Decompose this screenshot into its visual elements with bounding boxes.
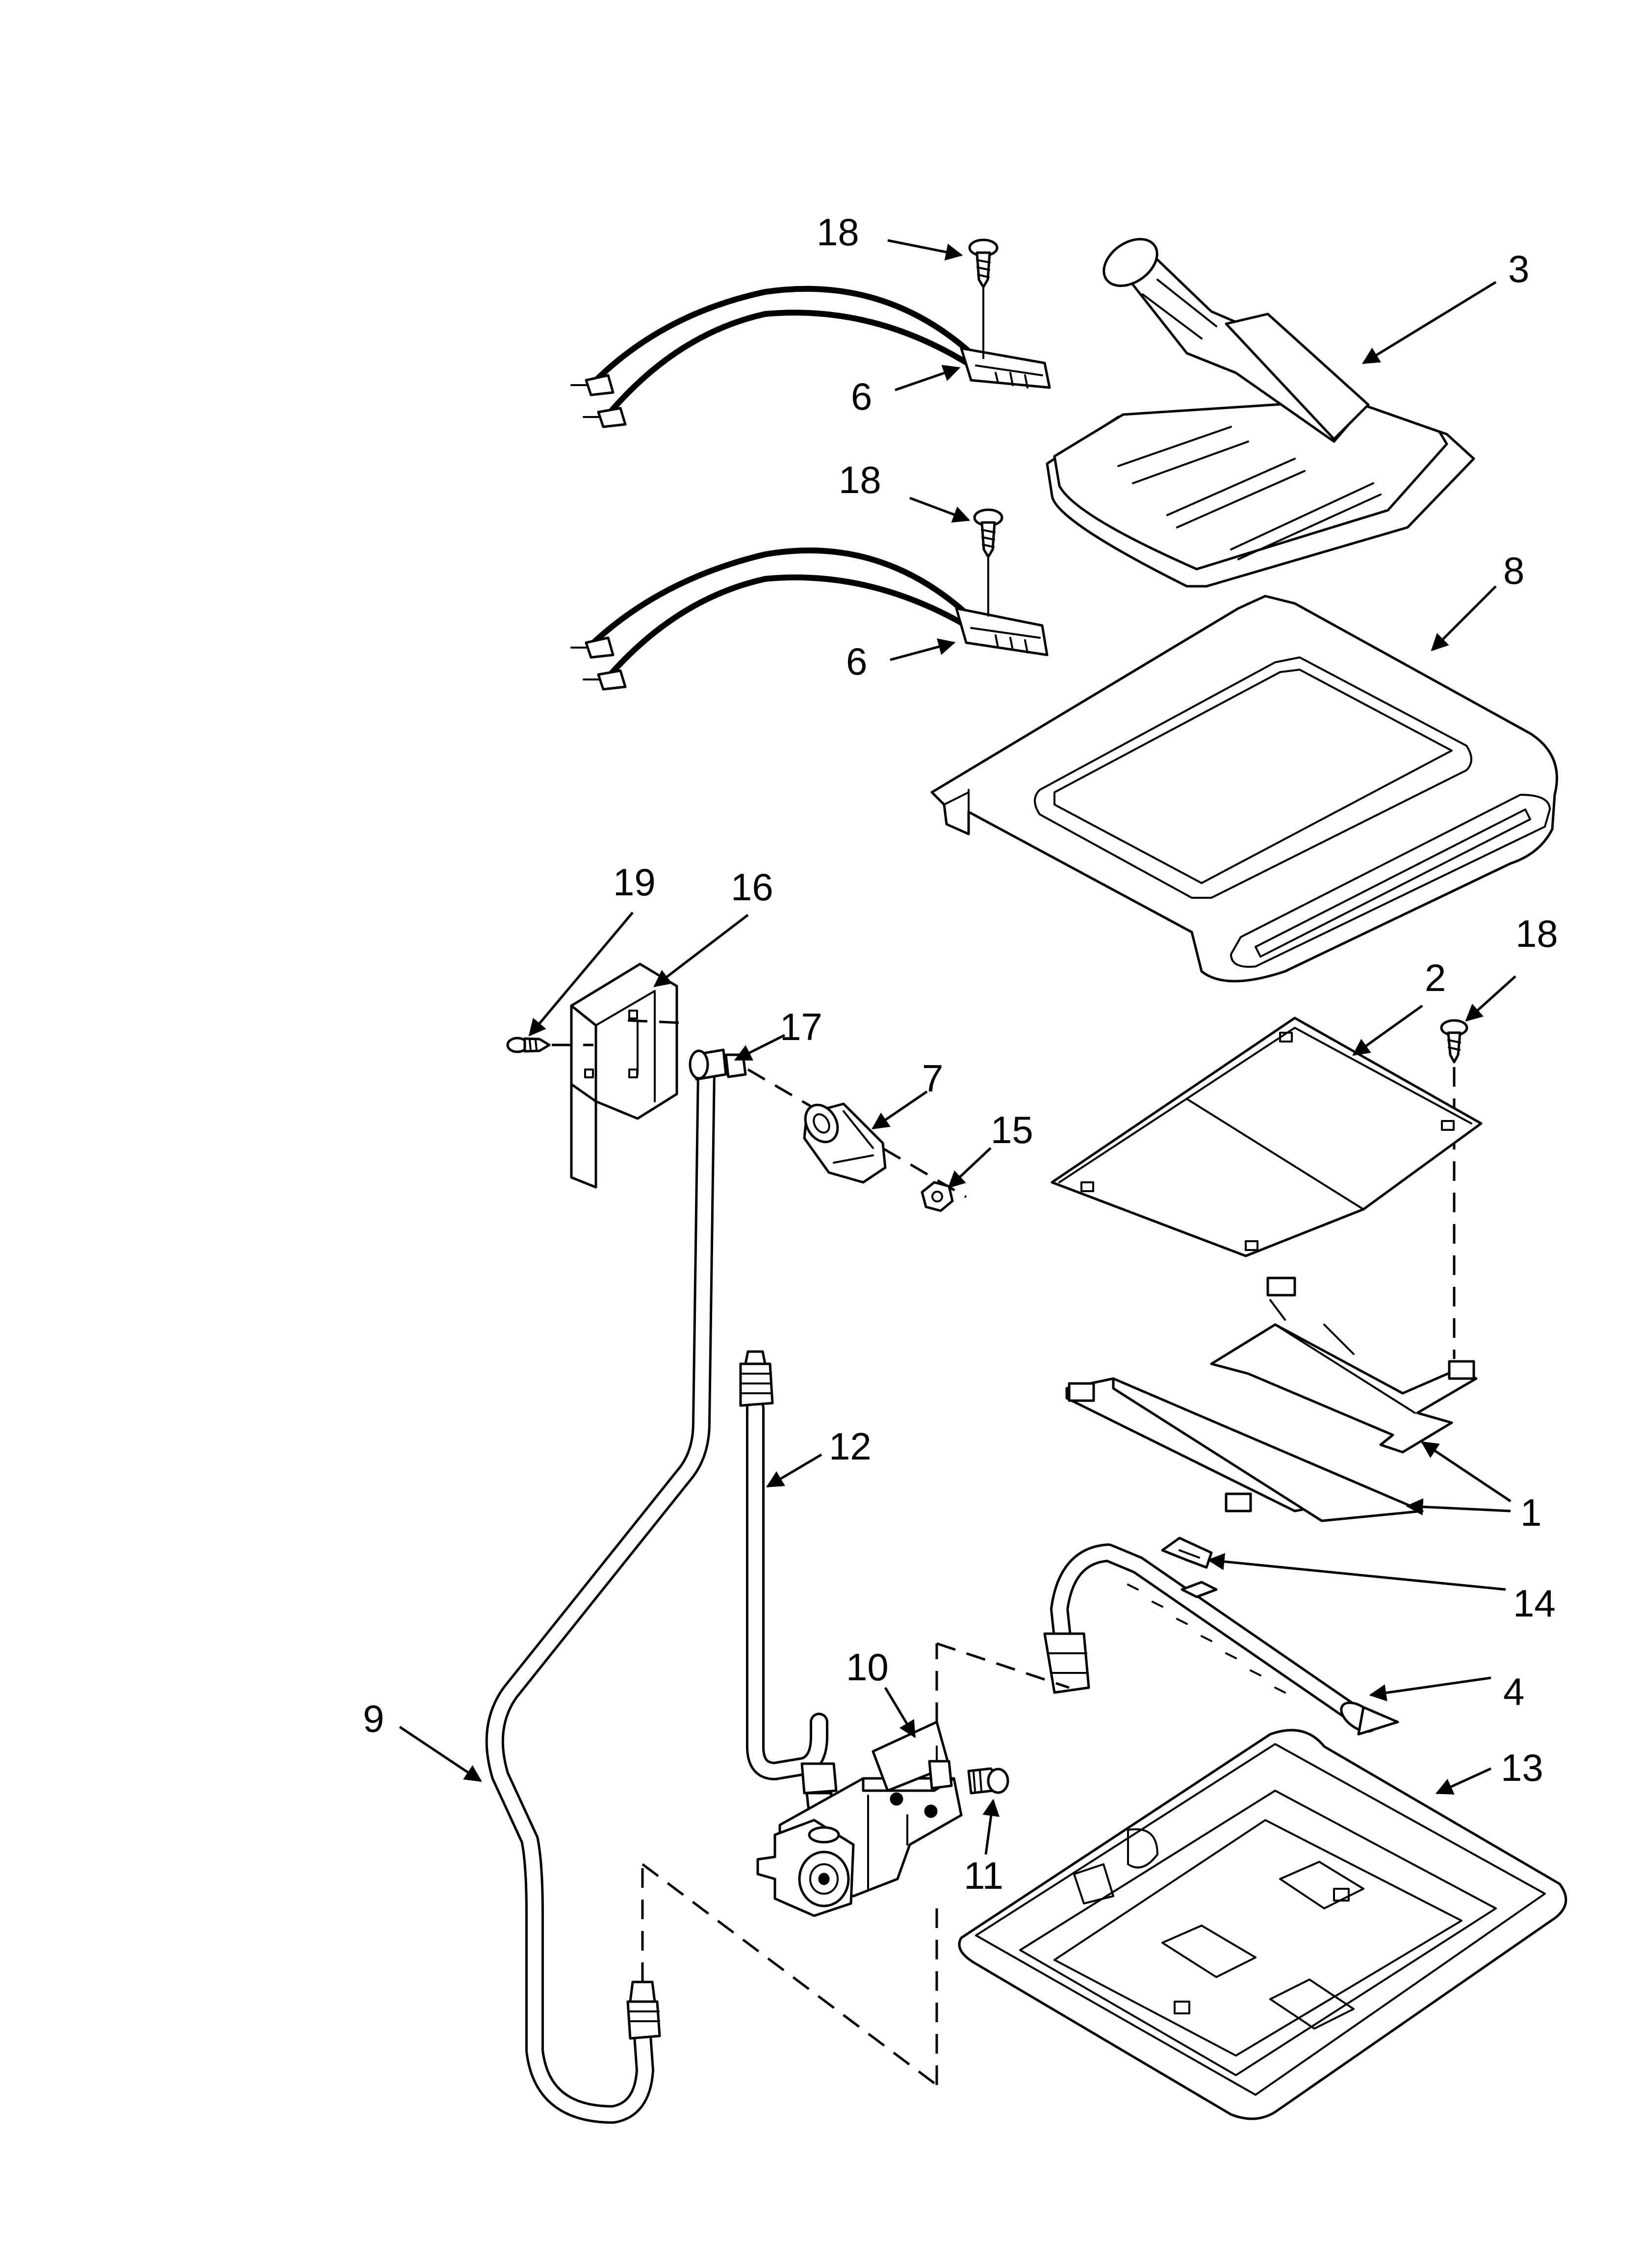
part-11-screw: [967, 1767, 1009, 1795]
callout-7: 7: [922, 1057, 943, 1100]
part-15-nut: [921, 1181, 954, 1212]
part-6-wire-harness-upper: [570, 286, 1051, 428]
callout-6-upper: 6: [851, 375, 872, 418]
callout-labels: 18 3 6 18 8 6 19 16 18 2 17 7 15 12 1 14…: [363, 210, 1558, 1897]
part-16-mounting-bracket: [570, 963, 682, 1189]
callout-8: 8: [1503, 549, 1524, 592]
callout-16: 16: [731, 865, 773, 909]
part-7-orifice-holder: [803, 1102, 887, 1184]
callout-12: 12: [829, 1425, 872, 1468]
part-13-drip-pan: [958, 1729, 1567, 2120]
part-4-burner-tube: [1043, 1543, 1399, 1736]
callout-18-top: 18: [817, 210, 859, 254]
callout-11: 11: [964, 1854, 1003, 1897]
callout-13: 13: [1501, 1746, 1543, 1789]
callout-17: 17: [780, 1005, 822, 1048]
part-14-clip: [1161, 1537, 1213, 1569]
callout-10: 10: [846, 1645, 889, 1689]
callout-18-middle: 18: [839, 458, 881, 501]
part-19-screw: [506, 1037, 593, 1053]
part-1-bracket-lower: [1065, 1377, 1424, 1522]
screw-18-middle: [973, 508, 1003, 617]
callout-9: 9: [363, 1697, 384, 1740]
part-6-wire-harness-lower: [570, 547, 1049, 691]
part-12-tube: [739, 1350, 838, 1817]
callout-4: 4: [1503, 1670, 1524, 1713]
part-2-heat-shield: [1051, 1017, 1483, 1257]
callout-6-lower: 6: [846, 640, 867, 683]
callout-18-right: 18: [1515, 912, 1558, 955]
part-1-bracket-upper: [1210, 1277, 1478, 1454]
callout-2: 2: [1425, 956, 1446, 999]
callout-15: 15: [991, 1108, 1033, 1151]
callout-19: 19: [613, 860, 656, 904]
part-8-top-panel: [930, 595, 1558, 983]
leader-lines: [399, 239, 1516, 1855]
callout-1: 1: [1520, 1491, 1541, 1534]
callout-14: 14: [1513, 1582, 1556, 1625]
callout-3: 3: [1508, 247, 1529, 290]
screw-18-right: [1440, 1019, 1468, 1359]
part-3-cover: [1046, 237, 1475, 588]
part-10-gas-valve: [756, 1642, 1070, 1917]
screw-18-top: [968, 238, 999, 359]
part-9-gas-tube: [485, 1048, 727, 2124]
